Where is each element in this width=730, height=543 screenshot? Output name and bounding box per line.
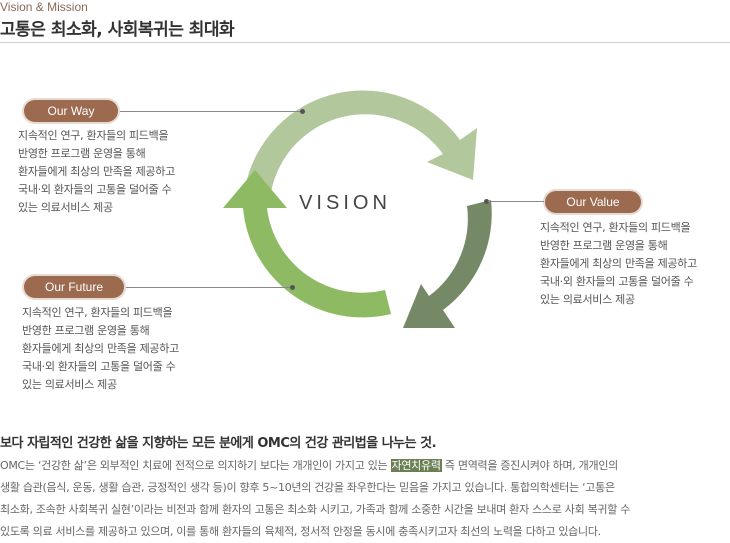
cycle-arrows-graphic: VISION [223, 90, 492, 328]
cycle-arrow-right [403, 200, 492, 328]
our-value-line: 반영한 프로그램 운영을 통해 [540, 239, 668, 252]
our-way-line: 반영한 프로그램 운영을 통해 [18, 147, 146, 160]
mission-body-text: 즉 면역력을 증진시켜야 하며, 개개인의 [441, 459, 618, 472]
mission-body: OMC는 ‘건강한 삶’은 외부적인 치료에 전적으로 의지하기 보다는 개개인… [0, 455, 730, 543]
our-future-line: 지속적인 연구, 환자들의 피드백을 [22, 306, 173, 319]
our-future-line: 있는 의료서비스 제공 [22, 378, 117, 391]
our-value-line: 환자들에게 최상의 만족을 제공하고 [540, 257, 697, 270]
our-value-leader-line [488, 201, 544, 202]
mission-body-text: OMC는 ‘건강한 삶’은 외부적인 치료에 전적으로 의지하기 보다는 개개인… [0, 459, 391, 472]
our-value-leader-dot [484, 199, 489, 204]
our-value-line: 지속적인 연구, 환자들의 피드백을 [540, 221, 691, 234]
mission-body-line-4: 있도록 의료 서비스를 제공하고 있으며, 이를 통해 환자들의 육체적, 정서… [0, 525, 601, 538]
our-way-line: 있는 의료서비스 제공 [18, 201, 113, 214]
our-future-description: 지속적인 연구, 환자들의 피드백을 반영한 프로그램 운영을 통해 환자들에게… [22, 304, 179, 394]
mission-body-line-3: 최소화, 조속한 사회복귀 실현’이라는 비전과 함께 환자의 고통은 최소화 … [0, 503, 631, 516]
highlight-keyword: 자연치유력 [390, 459, 442, 472]
vision-cycle-diagram: VISION [215, 78, 515, 352]
vision-center-label: VISION [299, 192, 391, 214]
our-way-line: 국내·외 환자들의 고통을 덜어줄 수 [18, 183, 172, 196]
mission-body-line-1: OMC는 ‘건강한 삶’은 외부적인 치료에 전적으로 의지하기 보다는 개개인… [0, 455, 730, 477]
page-title: 고통은 최소화, 사회복귀는 최대화 [0, 20, 235, 40]
our-value-line: 국내·외 환자들의 고통을 덜어줄 수 [540, 275, 694, 288]
title-divider [0, 42, 730, 43]
our-way-line: 지속적인 연구, 환자들의 피드백을 [18, 129, 169, 142]
section-eyebrow: Vision & Mission [0, 0, 88, 14]
our-way-badge: Our Way [24, 100, 118, 122]
mission-body-line-2: 생활 습관(음식, 운동, 생활 습관, 긍정적인 생각 등)이 향후 5~10… [0, 481, 615, 494]
our-future-badge: Our Future [24, 276, 124, 298]
our-way-line: 환자들에게 최상의 만족을 제공하고 [18, 165, 175, 178]
our-future-line: 반영한 프로그램 운영을 통해 [22, 324, 150, 337]
our-way-description: 지속적인 연구, 환자들의 피드백을 반영한 프로그램 운영을 통해 환자들에게… [18, 127, 175, 217]
our-way-leader-dot [300, 109, 305, 114]
our-way-leader-line [120, 111, 302, 112]
our-future-line: 국내·외 환자들의 고통을 덜어줄 수 [22, 360, 176, 373]
cycle-arrow-top [245, 90, 477, 192]
our-value-line: 있는 의료서비스 제공 [540, 293, 635, 306]
our-future-leader-dot [290, 285, 295, 290]
cycle-arrow-left [223, 170, 391, 318]
our-future-leader-line [126, 287, 292, 288]
our-future-line: 환자들에게 최상의 만족을 제공하고 [22, 342, 179, 355]
mission-headline: 보다 자립적인 건강한 삶을 지향하는 모든 분에게 OMC의 건강 관리법을 … [0, 436, 437, 451]
our-value-description: 지속적인 연구, 환자들의 피드백을 반영한 프로그램 운영을 통해 환자들에게… [540, 219, 697, 309]
our-value-badge: Our Value [545, 191, 641, 213]
